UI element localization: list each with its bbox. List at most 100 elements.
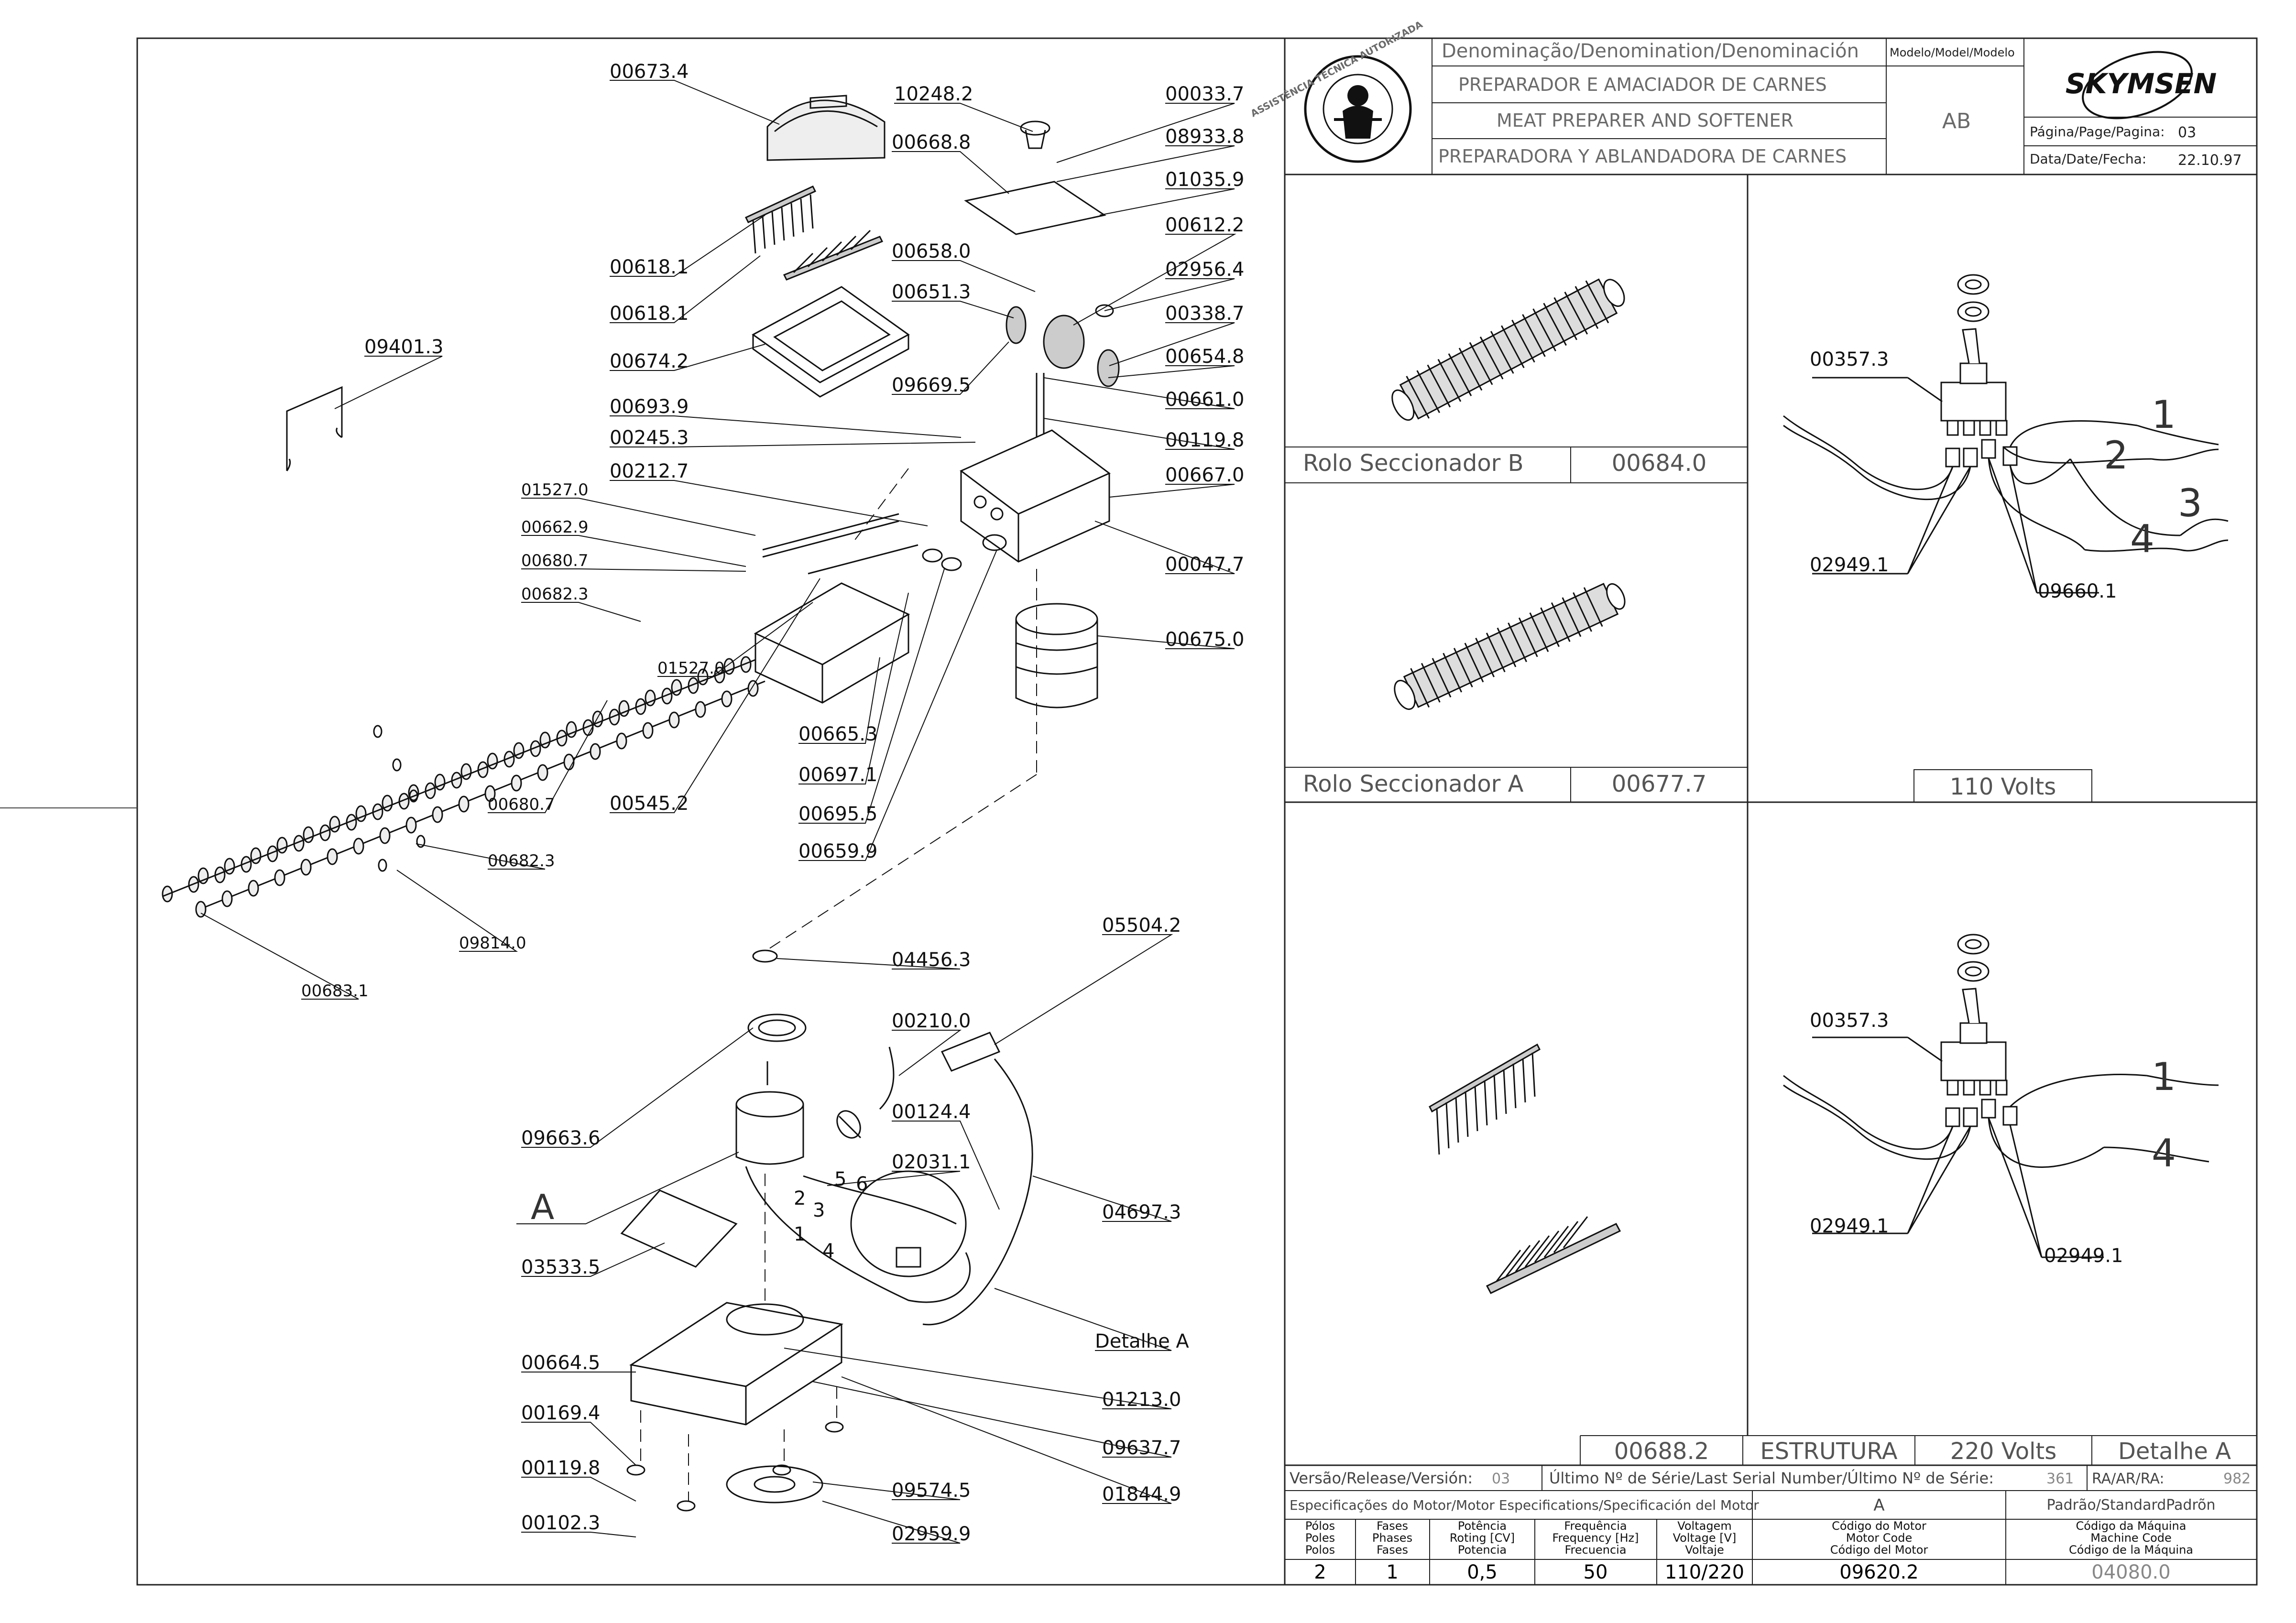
part-label: 01213.0: [1102, 1389, 1181, 1411]
part-label: 09669.5: [892, 374, 971, 396]
version-label: Versão/Release/Versión:: [1290, 1469, 1473, 1487]
wire-number: 6: [856, 1173, 868, 1195]
part-label: 00545.2: [610, 793, 689, 815]
authorized-service-seal: ASSISTÊNCIA TÉCNICA AUTORIZADA: [1249, 19, 1425, 163]
poles-value: 2: [1314, 1561, 1326, 1583]
switch-220v-drawing: [1783, 934, 2219, 1258]
wire-number: 5: [834, 1168, 846, 1190]
brand-swoosh: [2082, 51, 2193, 120]
switch-110v-terminal-right: 09660.1: [2038, 580, 2117, 602]
col-power-2: Roting [CV]: [1450, 1531, 1515, 1545]
part-label: 00693.9: [610, 396, 689, 418]
part-label: 00664.5: [521, 1352, 600, 1374]
part-label: 00618.1: [610, 303, 689, 325]
wire-220-1-label: 1: [2152, 1055, 2176, 1099]
roll-a-drawing: [1394, 583, 1626, 710]
detail-panels: Rolo Seccionador B 00684.0 Rolo Secciona…: [1285, 174, 2257, 1465]
col-volt-3: Voltaje: [1685, 1543, 1724, 1557]
switch-220v-terminal-right: 02949.1: [2044, 1245, 2123, 1267]
wire-1-label: 1: [2152, 392, 2176, 437]
col-power-3: Potencia: [1458, 1543, 1507, 1557]
part-label: 00668.8: [892, 131, 971, 153]
denomination-label: Denominação/Denomination/Denominación: [1442, 40, 1859, 62]
part-label: 02031.1: [892, 1151, 971, 1173]
structure-label: ESTRUTURA: [1760, 1438, 1897, 1465]
col-motor-2: Motor Code: [1846, 1531, 1912, 1545]
part-label: 08933.8: [1165, 126, 1244, 148]
power-value: 0,5: [1467, 1561, 1498, 1583]
col-phases-3: Fases: [1377, 1543, 1408, 1557]
part-label: 00661.0: [1165, 389, 1244, 411]
wire-3-label: 3: [2178, 481, 2202, 525]
part-label: 00245.3: [610, 427, 689, 449]
col-machine-1: Código da Máquina: [2076, 1519, 2187, 1533]
part-label: 00665.3: [798, 723, 877, 745]
col-freq-3: Frecuencia: [1564, 1543, 1626, 1557]
ra-label: RA/AR/RA:: [2092, 1471, 2164, 1487]
part-label: 00683.1: [301, 981, 369, 1001]
switch-220v-part: 00357.3: [1810, 1010, 1889, 1032]
header: ASSISTÊNCIA TÉCNICA AUTORIZADA Denominaç…: [1249, 19, 2257, 175]
col-poles-3: Polos: [1305, 1543, 1335, 1557]
info-table: Versão/Release/Versión: 03 Último Nº de …: [1285, 1464, 2257, 1585]
switch-110v-drawing: [1783, 274, 2229, 594]
part-label: 09401.3: [364, 336, 443, 358]
part-label: 01035.9: [1165, 169, 1244, 191]
volts-220-label: 220 Volts: [1950, 1438, 2057, 1465]
phases-value: 1: [1386, 1561, 1398, 1583]
col-phases-1: Fases: [1377, 1519, 1408, 1533]
part-label: 00651.3: [892, 281, 971, 303]
part-label: 00673.4: [610, 61, 689, 83]
standard-label: Padrão/StandardPadrõn: [2046, 1497, 2215, 1514]
part-label: 10248.2: [894, 83, 973, 105]
freq-value: 50: [1584, 1561, 1608, 1583]
switch-220v-terminal-left: 02949.1: [1810, 1215, 1889, 1237]
bristle-detail-drawing: [1429, 1043, 1621, 1294]
part-label: 00680.7: [521, 551, 589, 570]
page-value: 03: [2178, 124, 2196, 141]
exploded-view-drawing: [162, 95, 1120, 1512]
part-label: A: [531, 1187, 554, 1227]
col-volt-2: Voltage [V]: [1673, 1531, 1737, 1545]
structure-code: 00688.2: [1614, 1438, 1709, 1465]
part-label: 00662.9: [521, 518, 589, 537]
date-value: 22.10.97: [2178, 152, 2242, 169]
roll-b-code: 00684.0: [1612, 450, 1707, 477]
part-label: 00667.0: [1165, 464, 1244, 486]
col-volt-1: Voltagem: [1677, 1519, 1731, 1533]
col-machine-3: Código de la Máquina: [2069, 1543, 2193, 1557]
part-label: 00169.4: [521, 1402, 600, 1424]
serial-label: Último Nº de Série/Last Serial Number/Úl…: [1549, 1469, 1994, 1487]
part-label: 01527.0: [657, 659, 725, 678]
volts-110-label: 110 Volts: [1950, 773, 2056, 800]
part-label: 09663.6: [521, 1127, 600, 1149]
part-label: 02959.9: [892, 1523, 971, 1545]
part-label: 00658.0: [892, 240, 971, 262]
roll-b-name: Rolo Seccionador B: [1303, 450, 1524, 477]
roll-a-code: 00677.7: [1612, 771, 1707, 797]
part-label: 00682.3: [488, 851, 555, 871]
part-label: 00338.7: [1165, 303, 1244, 325]
model-label: Modelo/Model/Modelo: [1890, 46, 2015, 59]
part-label: 00674.2: [610, 350, 689, 372]
part-label: 03533.5: [521, 1256, 600, 1278]
machine-code-value: 04080.0: [2091, 1561, 2170, 1583]
col-freq-1: Frequência: [1564, 1519, 1627, 1533]
part-label: 00033.7: [1165, 83, 1244, 105]
part-label: 00212.7: [610, 460, 689, 482]
sheet-border: [136, 37, 2258, 1586]
part-label: 00124.4: [892, 1101, 971, 1123]
part-label: 00612.2: [1165, 214, 1244, 236]
roll-b-drawing: [1391, 278, 1625, 421]
product-name-en: MEAT PREPARER AND SOFTENER: [1497, 110, 1793, 131]
part-label: 09574.5: [892, 1480, 971, 1502]
part-label: 00697.1: [798, 764, 877, 786]
part-label: 00119.8: [521, 1457, 600, 1479]
part-label: 00695.5: [798, 803, 877, 825]
version-value: 03: [1492, 1471, 1510, 1487]
svg-text:ASSISTÊNCIA TÉCNICA AUTORIZADA: ASSISTÊNCIA TÉCNICA AUTORIZADA: [1249, 19, 1425, 120]
wire-4-label: 4: [2130, 517, 2154, 561]
part-label: 00659.9: [798, 840, 877, 862]
part-label: 00618.1: [610, 256, 689, 278]
